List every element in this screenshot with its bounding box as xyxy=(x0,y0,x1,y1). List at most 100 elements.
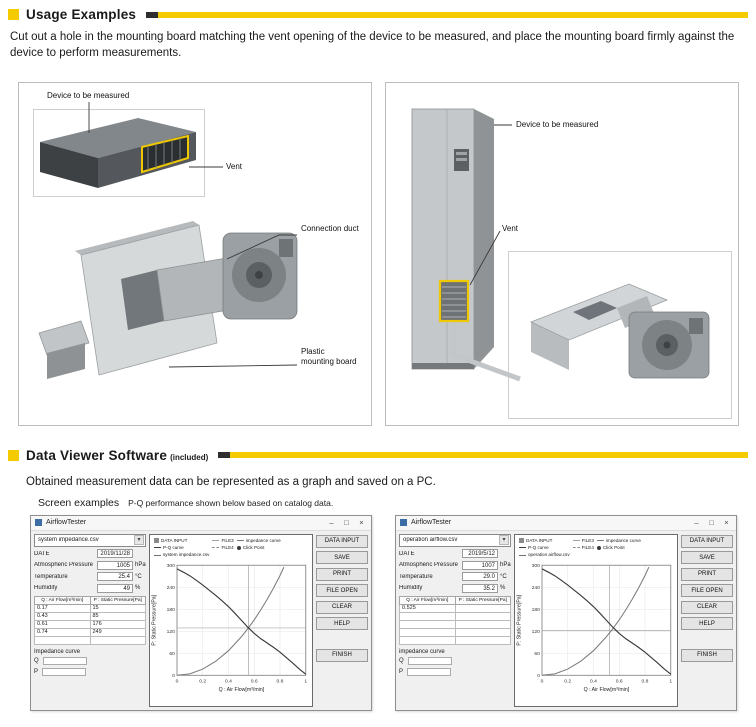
temperature-value[interactable]: 25.4 xyxy=(97,572,133,582)
window-body: system impedance.csv ▾ DATE 2019/11/28 A… xyxy=(31,531,371,710)
table-cell xyxy=(399,627,456,637)
table-header-p: P : Static Pressure[Pa] xyxy=(454,595,511,605)
app-icon xyxy=(35,519,42,527)
data-input-button[interactable]: DATA INPUT xyxy=(681,534,733,548)
print-button[interactable]: PRINT xyxy=(681,567,733,581)
save-button[interactable]: SAVE xyxy=(316,551,368,565)
file-open-button[interactable]: FILE OPEN xyxy=(316,584,368,598)
viewer-title: Data Viewer Software xyxy=(26,447,168,463)
legend-marker xyxy=(212,539,220,541)
field-row: Atmospheric Pressure 1005 hPa xyxy=(34,560,146,570)
finish-button[interactable]: FINISH xyxy=(316,648,368,662)
app-icon xyxy=(400,519,407,527)
legend-marker xyxy=(154,537,159,543)
clear-button[interactable]: CLEAR xyxy=(681,600,733,614)
pq-curve xyxy=(541,568,672,675)
table-row[interactable] xyxy=(399,627,511,637)
table-cell: 0.74 xyxy=(34,627,91,637)
maximize-button[interactable]: □ xyxy=(709,518,714,528)
legend-marker xyxy=(519,547,526,549)
included-note: (included) xyxy=(170,452,209,462)
table-cell: 0.17 xyxy=(34,603,91,613)
clear-button[interactable]: CLEAR xyxy=(316,600,368,614)
help-button[interactable]: HELP xyxy=(316,617,368,631)
date-value[interactable]: 2019/5/12 xyxy=(462,549,498,559)
date-value[interactable]: 2019/11/28 xyxy=(97,549,133,559)
legend-marker xyxy=(236,539,244,541)
pressure-value[interactable]: 1007 xyxy=(462,560,498,570)
y-tick-label: 120 xyxy=(167,629,176,635)
maximize-button[interactable]: □ xyxy=(344,518,349,528)
impedance-p-value[interactable] xyxy=(42,667,87,676)
legend-label: P-Q curve xyxy=(528,545,549,550)
device-illustration xyxy=(40,117,196,188)
impedance-q-value[interactable] xyxy=(42,657,87,666)
x-tick-label: 0.8 xyxy=(642,678,649,684)
gridlines xyxy=(177,564,306,675)
field-label: Atmospheric Pressure xyxy=(399,562,459,569)
usage-intro: Cut out a hole in the mounting board mat… xyxy=(10,31,735,60)
table-cell xyxy=(454,603,511,613)
table-cell xyxy=(399,635,456,645)
close-button[interactable]: × xyxy=(724,518,729,528)
pq-graph-panel: DATA INPUT P-Q curve system impedance.cs… xyxy=(149,533,313,707)
file-select-value: operation airflow.csv xyxy=(403,537,458,544)
impedance-q-value[interactable] xyxy=(407,657,452,666)
file-select-dropdown[interactable]: system impedance.csv ▾ xyxy=(34,533,146,547)
x-tick-label: 0.6 xyxy=(616,678,623,684)
x-axis-label: Q : Air Flow[m³/min] xyxy=(219,687,265,693)
legend-marker xyxy=(519,537,524,543)
legend-marker xyxy=(154,547,161,549)
legend-label: operation airflow.csv xyxy=(528,552,570,558)
table-row[interactable] xyxy=(399,635,511,645)
data-input-button[interactable]: DATA INPUT xyxy=(316,534,368,548)
table-cell: 176 xyxy=(89,619,146,629)
window-title: AirflowTester xyxy=(46,519,87,527)
usage-title: Usage Examples xyxy=(26,7,137,22)
save-button[interactable]: SAVE xyxy=(681,551,733,565)
pq-plot[interactable]: 300 240 180 120 60 0 0 0.2 0.4 0.6 0.8 1 xyxy=(515,559,677,696)
pq-curve xyxy=(176,568,307,675)
table-row[interactable] xyxy=(399,611,511,621)
field-row: Humidity 35.2 % xyxy=(399,583,511,593)
print-button[interactable]: PRINT xyxy=(316,567,368,581)
finish-button[interactable]: FINISH xyxy=(681,648,733,662)
window-titlebar: AirflowTester – □ × xyxy=(31,515,371,531)
pq-plot[interactable]: 300 240 180 120 60 0 0 0.2 0.4 0.6 0.8 1 xyxy=(150,559,312,696)
section-bullet-icon xyxy=(8,9,19,20)
x-tick-label: 0.2 xyxy=(199,678,206,684)
field-unit: hPa xyxy=(135,562,146,569)
usage-figure-left: Device to be measured Vent Connection du… xyxy=(18,81,372,426)
impedance-label: impedance curve xyxy=(399,648,445,655)
humidity-value[interactable]: 49 xyxy=(97,583,133,593)
humidity-value[interactable]: 35.2 xyxy=(462,583,498,593)
y-tick-label: 60 xyxy=(534,651,540,657)
axis-tick-labels: 300 240 180 120 60 0 0 0.2 0.4 0.6 0.8 1 xyxy=(532,563,673,684)
y-tick-label: 180 xyxy=(532,607,541,613)
close-button[interactable]: × xyxy=(359,518,364,528)
minimize-button[interactable]: – xyxy=(694,518,699,528)
table-cell: 85 xyxy=(89,611,146,621)
temperature-value[interactable]: 29.0 xyxy=(462,572,498,582)
table-row[interactable] xyxy=(34,635,146,645)
table-row[interactable]: 0.525 xyxy=(399,603,511,613)
input-column: operation airflow.csv ▾ DATE 2019/5/12 A… xyxy=(399,533,511,707)
help-button[interactable]: HELP xyxy=(681,617,733,631)
x-tick-label: 1 xyxy=(304,678,307,684)
minimize-button[interactable]: – xyxy=(329,518,334,528)
section-rule xyxy=(218,452,748,459)
table-row[interactable] xyxy=(399,619,511,629)
window-titlebar: AirflowTester – □ × xyxy=(396,515,736,531)
table-header-q: Q : Air Flow[m³/min] xyxy=(399,595,456,605)
impedance-p-label: P xyxy=(34,668,39,675)
pressure-value[interactable]: 1005 xyxy=(97,560,133,570)
impedance-p-value[interactable] xyxy=(407,667,452,676)
file-open-button[interactable]: FILE OPEN xyxy=(681,584,733,598)
file-select-dropdown[interactable]: operation airflow.csv ▾ xyxy=(399,533,511,547)
y-tick-label: 300 xyxy=(167,563,176,569)
legend-label: P-Q curve xyxy=(163,545,184,550)
